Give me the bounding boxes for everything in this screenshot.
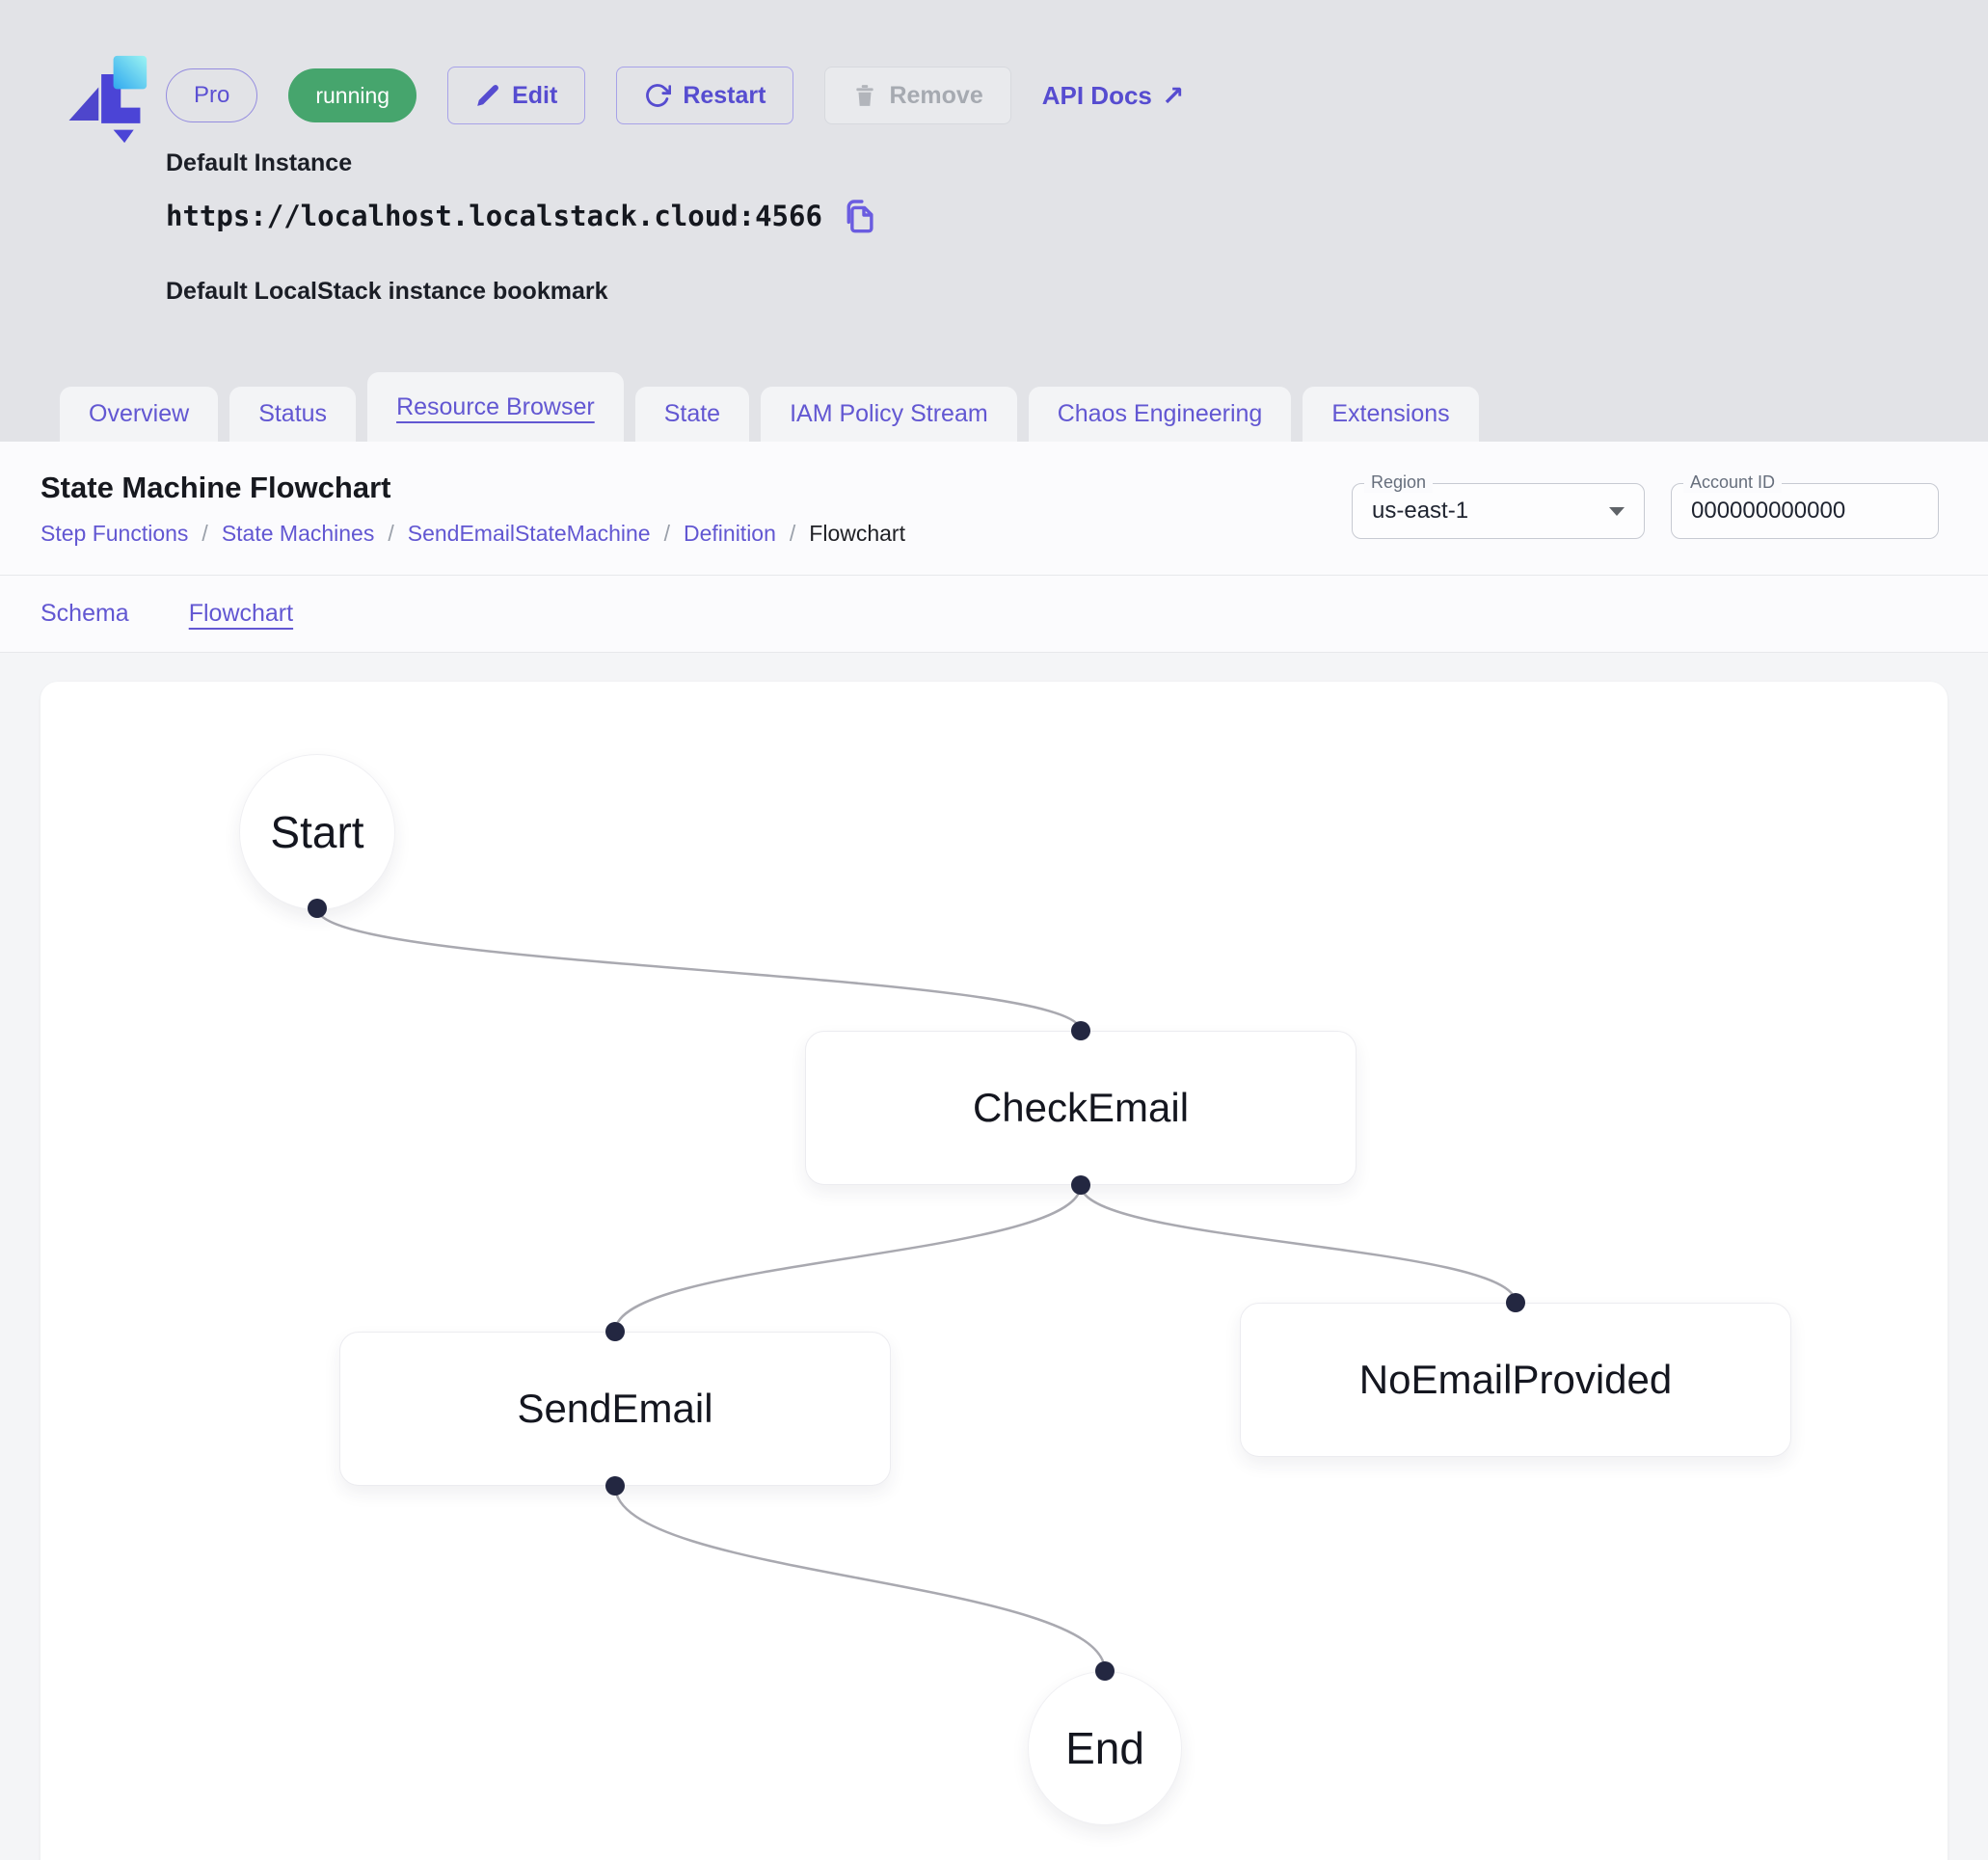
remove-button[interactable]: Remove [824,67,1011,124]
status-badge: running [288,68,417,122]
edit-button[interactable]: Edit [447,67,586,124]
remove-label: Remove [889,81,983,109]
edit-label: Edit [512,81,558,109]
subtab-band: Schema Flowchart [0,576,1988,653]
restart-icon [646,84,672,107]
content-area: Start CheckEmail SendEmail NoEmailProvid… [0,654,1988,1860]
tab-resource-browser[interactable]: Resource Browser [367,372,624,442]
breadcrumb-sendemailstatemachine[interactable]: SendEmailStateMachine [407,521,651,546]
edge-start-checkemail [315,907,1083,1032]
region-select-value: us-east-1 [1372,498,1469,524]
breadcrumb-flowchart: Flowchart [809,521,905,546]
subtab-flowchart[interactable]: Flowchart [188,600,294,627]
tab-status[interactable]: Status [229,387,357,442]
breadcrumb-step-functions[interactable]: Step Functions [40,521,189,546]
region-select[interactable]: Region us-east-1 [1352,472,1645,539]
account-id-label: Account ID [1683,472,1783,493]
subtab-schema[interactable]: Schema [40,600,129,627]
copy-url-button[interactable] [840,195,878,237]
tab-overview[interactable]: Overview [60,387,219,442]
breadcrumb-separator: / [789,521,796,546]
app-header: Pro running Edit Restart Remove API D [0,0,1988,442]
main-tabs: Overview Status Resource Browser State I… [60,372,1479,442]
node-start[interactable]: Start [239,754,395,910]
edge-sendemail-end [613,1485,1107,1672]
breadcrumb-separator: / [388,521,394,546]
breadcrumb-state-machines[interactable]: State Machines [221,521,375,546]
instance-name: Default Instance [166,149,353,176]
page-title: State Machine Flowchart [40,471,391,504]
breadcrumb-definition[interactable]: Definition [684,521,776,546]
trash-icon [856,85,874,106]
account-id-value: 000000000000 [1691,498,1846,524]
node-sendemail[interactable]: SendEmail [339,1332,891,1486]
tab-chaos-engineering[interactable]: Chaos Engineering [1028,387,1292,442]
edge-checkemail-sendemail [613,1184,1083,1333]
breadcrumb-separator: / [663,521,670,546]
node-end[interactable]: End [1028,1671,1182,1825]
tab-state[interactable]: State [634,387,750,442]
instance-url-row: https://localhost.localstack.cloud:4566 [166,195,878,237]
api-docs-label: API Docs [1041,80,1152,110]
restart-label: Restart [683,81,766,109]
region-select-label: Region [1364,472,1434,493]
breadcrumb-separator: / [201,521,208,546]
tab-iam-policy-stream[interactable]: IAM Policy Stream [761,387,1017,442]
breadcrumb: Step Functions / State Machines / SendEm… [40,521,905,547]
restart-button[interactable]: Restart [616,67,794,124]
title-band: State Machine Flowchart Step Functions /… [0,442,1988,576]
node-checkemail[interactable]: CheckEmail [805,1031,1357,1185]
edge-checkemail-noemailprovided [1079,1184,1518,1304]
instance-url: https://localhost.localstack.cloud:4566 [166,200,822,232]
header-actions: Pro running Edit Restart Remove API D [166,66,1184,125]
account-id-field[interactable]: Account ID 000000000000 [1671,472,1939,539]
localstack-logo-icon [68,55,148,144]
chevron-down-icon [1609,506,1625,516]
copy-icon [846,200,873,233]
pencil-icon [477,85,499,106]
external-link-arrow-icon: ↗ [1161,80,1185,111]
api-docs-link[interactable]: API Docs ↗ [1042,80,1185,112]
flowchart-edges [315,907,1518,1672]
flowchart-canvas: Start CheckEmail SendEmail NoEmailProvid… [40,682,1948,1860]
instance-description: Default LocalStack instance bookmark [166,278,608,305]
node-noemailprovided[interactable]: NoEmailProvided [1240,1303,1791,1457]
tab-extensions[interactable]: Extensions [1303,387,1479,442]
pro-badge: Pro [166,68,258,122]
